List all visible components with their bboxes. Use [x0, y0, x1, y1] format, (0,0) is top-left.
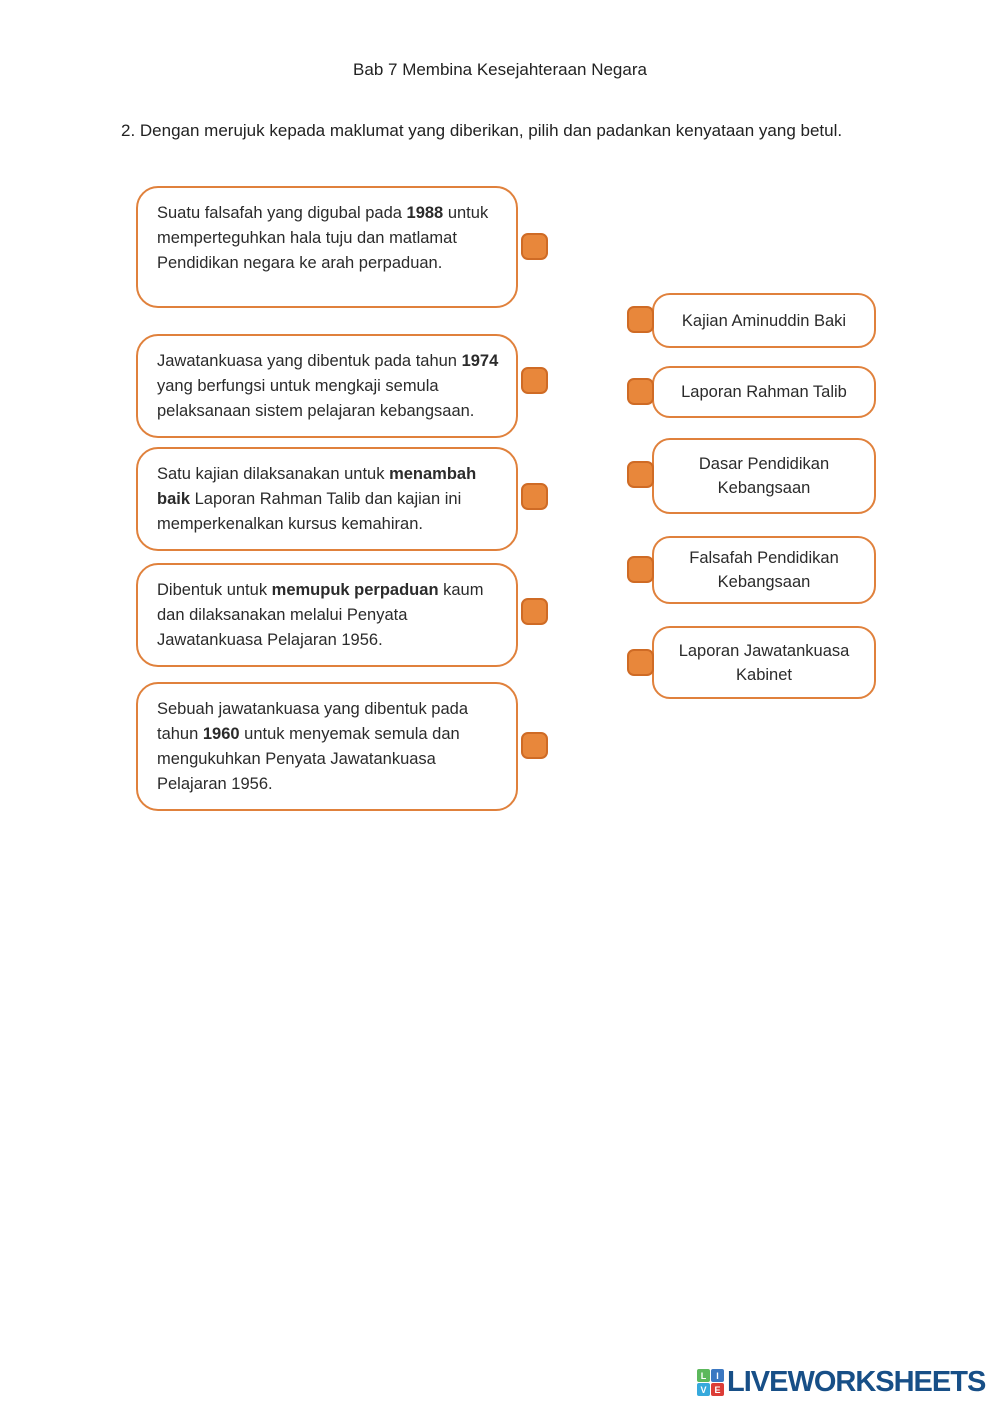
match-handle-right-3[interactable] [627, 461, 654, 488]
liveworksheets-logo-text: LIVEWORKSHEETS [727, 1366, 986, 1398]
statement-text: untuk memperteguhkan hala tuju dan matla… [157, 204, 489, 272]
statement-text: untuk menyemak semula dan mengukuhkan Pe… [157, 725, 460, 793]
option-label: Dasar Pendidikan Kebangsaan [698, 455, 830, 497]
statement-text: Suatu falsafah yang digubal pada [157, 204, 407, 222]
statement-bold-text: 1974 [461, 352, 499, 370]
option-card-1: Kajian Aminuddin Baki [652, 293, 876, 348]
question-text: 2. Dengan merujuk kepada maklumat yang d… [121, 121, 843, 140]
logo-letter-e: E [711, 1383, 724, 1396]
statement-card-1: Suatu falsafah yang digubal pada 1988 un… [136, 186, 518, 308]
statement-bold-text: memupuk perpaduan [271, 581, 439, 599]
option-card-5: Laporan Jawatankuasa Kabinet [652, 626, 876, 699]
match-handle-left-3[interactable] [521, 483, 548, 510]
statement-text: yang berfungsi untuk mengkaji semula pel… [157, 377, 475, 420]
logo-letter-l: L [697, 1369, 710, 1382]
statement-text: Jawatankuasa yang dibentuk pada tahun [157, 352, 462, 370]
option-card-4: Falsafah Pendidikan Kebangsaan [652, 536, 876, 604]
option-card-3: Dasar Pendidikan Kebangsaan [652, 438, 876, 514]
statement-bold-text: 1988 [406, 204, 444, 222]
option-card-2: Laporan Rahman Talib [652, 366, 876, 418]
statement-text: Sebuah jawatankuasa yang dibentuk pada t… [157, 700, 468, 743]
logo-letter-i: I [711, 1369, 724, 1382]
statement-text: Satu kajian dilaksanakan untuk [157, 465, 390, 483]
statement-card-3: Satu kajian dilaksanakan untuk menambah … [136, 447, 518, 551]
match-handle-left-4[interactable] [521, 598, 548, 625]
match-handle-right-4[interactable] [627, 556, 654, 583]
option-label: Laporan Rahman Talib [681, 383, 847, 401]
statement-bold-text: menambah baik [157, 465, 477, 508]
option-label: Laporan Jawatankuasa Kabinet [678, 641, 850, 684]
match-handle-left-1[interactable] [521, 233, 548, 260]
option-label: Falsafah Pendidikan Kebangsaan [689, 549, 839, 591]
statement-card-5: Sebuah jawatankuasa yang dibentuk pada t… [136, 682, 518, 811]
statement-text: Laporan Rahman Talib dan kajian ini memp… [157, 490, 462, 533]
match-handle-right-1[interactable] [627, 306, 654, 333]
logo-letter-v: V [697, 1383, 710, 1396]
worksheet-title: Bab 7 Membina Kesejahteraan Negara [353, 60, 647, 79]
match-handle-right-5[interactable] [627, 649, 654, 676]
statement-text: kaum dan dilaksanakan melalui Penyata Ja… [157, 581, 484, 649]
statement-card-2: Jawatankuasa yang dibentuk pada tahun 19… [136, 334, 518, 438]
match-handle-left-5[interactable] [521, 732, 548, 759]
match-handle-left-2[interactable] [521, 367, 548, 394]
statement-text: Dibentuk untuk [157, 581, 272, 599]
statement-card-4: Dibentuk untuk memupuk perpaduan kaum da… [136, 563, 518, 667]
match-handle-right-2[interactable] [627, 378, 654, 405]
statement-bold-text: 1960 [202, 725, 240, 743]
option-label: Kajian Aminuddin Baki [681, 311, 847, 330]
